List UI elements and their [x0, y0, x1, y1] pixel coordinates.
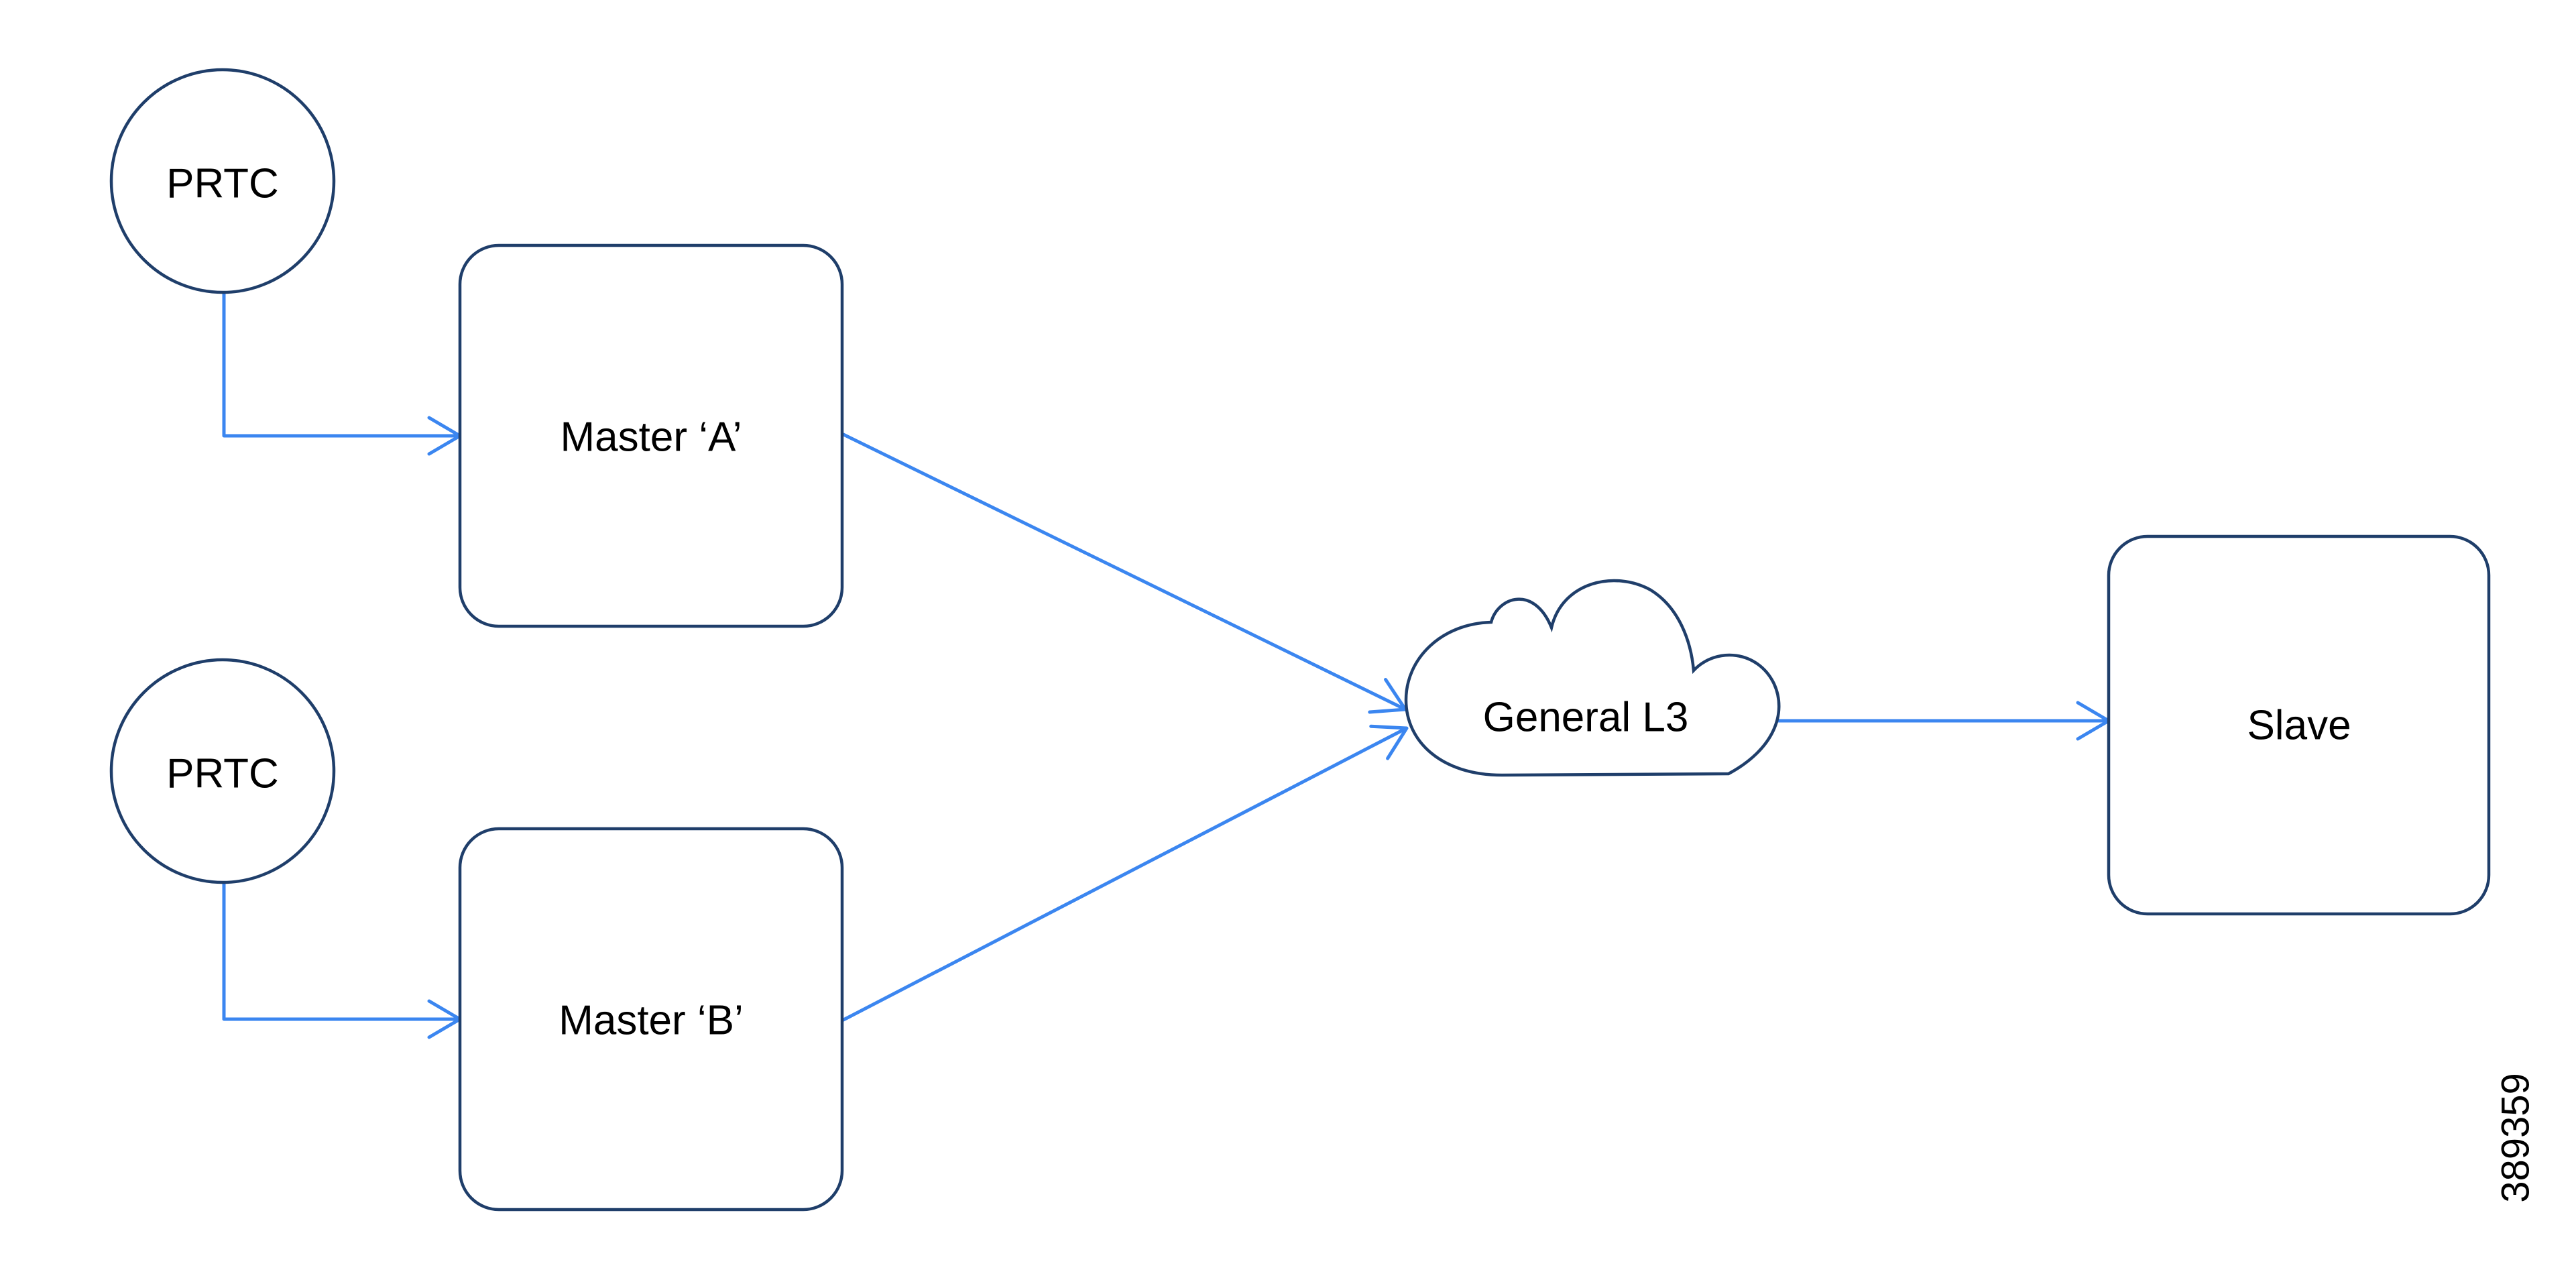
- master-b-label: Master ‘B’: [559, 998, 744, 1044]
- master-b-box: [458, 827, 844, 1212]
- prtc-top-circle: [109, 68, 336, 294]
- edges-layer: [222, 291, 2111, 1039]
- node-master-a: Master ‘A’: [458, 243, 844, 628]
- node-slave: Slave: [2107, 534, 2491, 916]
- edge-prtc-bottom-to-master-b: [222, 881, 462, 1039]
- edge-prtc-top-to-master-a: [222, 291, 462, 456]
- edge-master-a-to-cloud: [841, 432, 1407, 714]
- prtc-bottom-circle: [109, 658, 336, 884]
- edge-line: [222, 291, 458, 438]
- edge-cloud-to-slave: [1776, 701, 2111, 741]
- edge-line: [841, 727, 1406, 1022]
- node-prtc-bottom: PRTC: [109, 658, 336, 884]
- cloud-icon: [1404, 579, 1781, 777]
- edge-line: [222, 881, 458, 1021]
- slave-label: Slave: [2247, 703, 2351, 749]
- node-prtc-top: PRTC: [109, 68, 336, 294]
- prtc-top-label: PRTC: [166, 161, 279, 207]
- figure-number: 389359: [2494, 1073, 2538, 1203]
- node-general-l3-cloud: General L3: [1404, 579, 1781, 777]
- arrowhead-icon: [1369, 724, 1409, 760]
- general-l3-label: General L3: [1483, 695, 1689, 741]
- master-a-box: [458, 243, 844, 628]
- edge-line: [841, 432, 1405, 710]
- prtc-bottom-label: PRTC: [166, 751, 279, 797]
- node-master-b: Master ‘B’: [458, 827, 844, 1212]
- slave-box: [2107, 534, 2491, 916]
- edge-master-b-to-cloud: [841, 724, 1409, 1022]
- nodes-layer: PRTC Master ‘A’ PRTC Master ‘B’ General …: [109, 68, 2491, 1212]
- master-a-label: Master ‘A’: [560, 414, 742, 461]
